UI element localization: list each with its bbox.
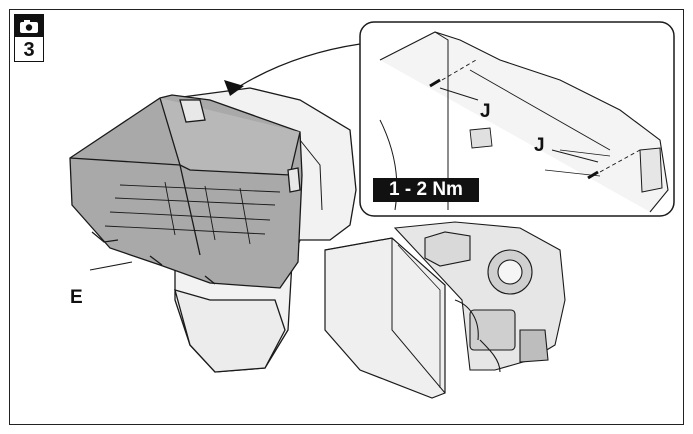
tray-part-e	[69, 94, 303, 289]
torque-badge: 1 - 2 Nm	[373, 178, 479, 202]
step-number: 3	[23, 39, 35, 61]
movement-arrow	[239, 43, 361, 87]
engine	[393, 221, 566, 373]
camera-icon	[15, 15, 43, 37]
label-fastener-j-lower: J	[534, 135, 545, 156]
label-fastener-j-upper: J	[480, 101, 491, 122]
machine-base	[174, 289, 286, 373]
label-part-e: E	[70, 287, 83, 308]
detail-callout	[359, 21, 675, 217]
step-indicator: 3	[14, 14, 44, 62]
arrow-head	[224, 80, 244, 96]
illustration-frame	[9, 9, 684, 425]
leader-e	[89, 261, 133, 271]
screw-upper	[429, 78, 441, 88]
screw-lower	[587, 170, 599, 180]
